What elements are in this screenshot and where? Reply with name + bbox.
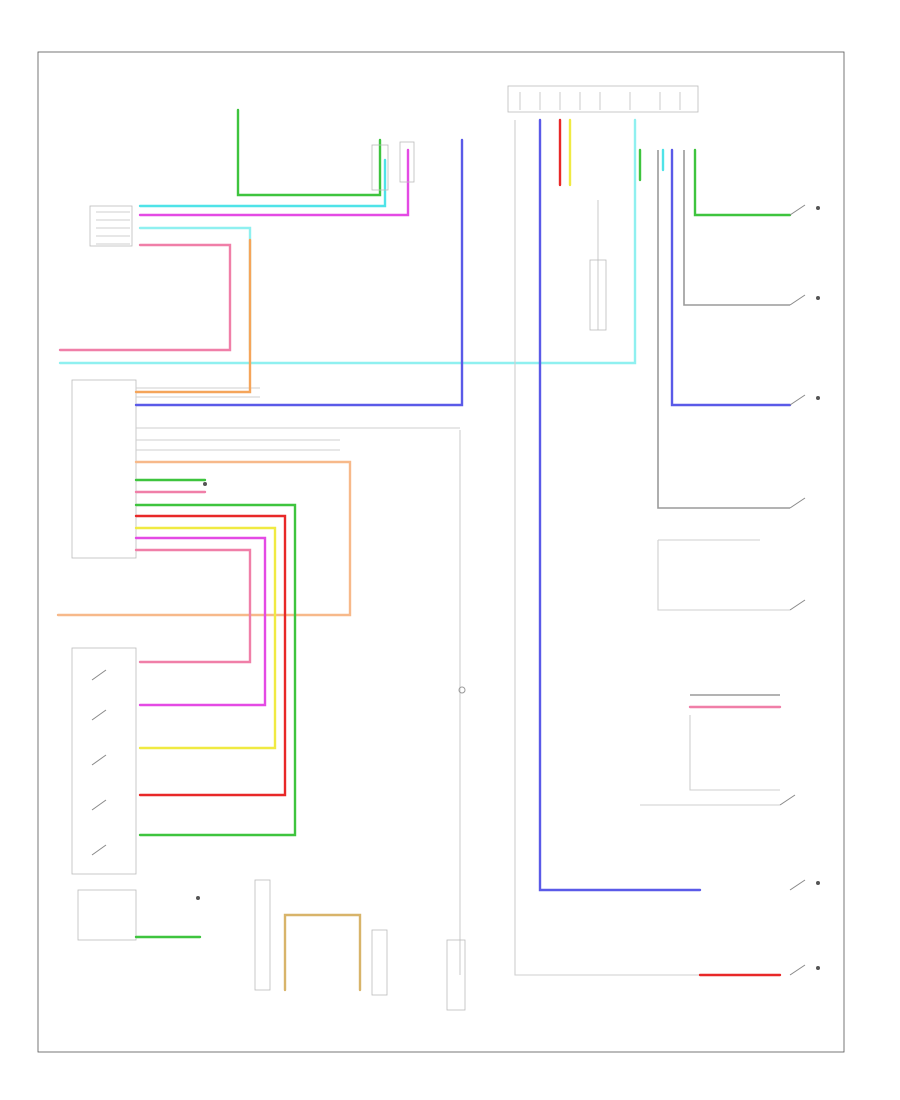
left-connector-stack — [89, 205, 133, 247]
wire-green-right-sw — [693, 148, 792, 217]
wire-orange-upper — [134, 238, 252, 394]
wire-gray-right-2 — [657, 150, 790, 509]
control-module-block — [71, 379, 460, 559]
wire-orange-loop — [56, 460, 352, 617]
diagram-frame — [37, 51, 845, 1053]
right-switches — [779, 204, 820, 976]
wire-green-switch — [134, 503, 297, 837]
wire-gray-lower-2 — [689, 715, 780, 791]
wire-blue-right — [538, 118, 702, 892]
wire-cyan-top — [138, 158, 387, 208]
connector-marks — [196, 141, 607, 1011]
wire-cyan-long — [58, 118, 637, 365]
wire-pink-switch — [134, 548, 252, 664]
wire-pink-long — [58, 243, 232, 352]
wire-blue-right-sw — [670, 148, 792, 407]
wire-magenta-top — [138, 148, 410, 217]
wire-gray-right-1 — [683, 150, 790, 306]
wire-yellow-switch — [134, 526, 277, 750]
top-junction-block — [507, 85, 699, 113]
wire-gray-long-right — [514, 120, 700, 976]
switch-block — [71, 647, 137, 941]
wire-red-switch — [134, 514, 287, 797]
wire-blue-main — [134, 138, 464, 407]
wire-gray-right-4 — [657, 540, 790, 611]
wire-cyan-2 — [138, 226, 252, 352]
wire-magenta-switch — [134, 536, 267, 707]
wire-tan-bottom — [283, 913, 362, 992]
wire-light-green-top — [236, 108, 382, 197]
